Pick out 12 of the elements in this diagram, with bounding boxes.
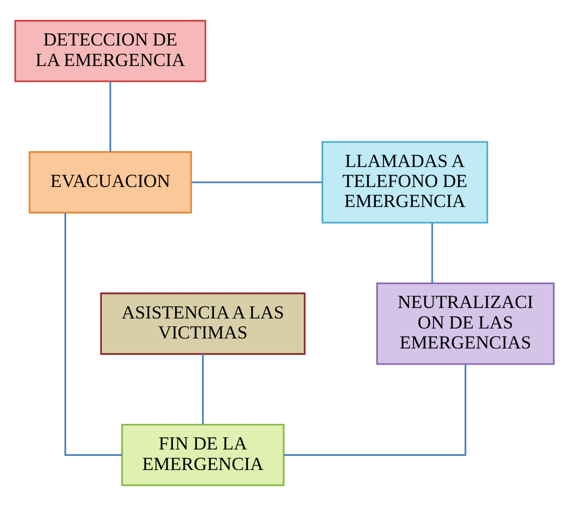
- connector: [192, 181, 322, 184]
- node-box: FIN DE LA EMERGENCIA: [121, 424, 284, 486]
- connector: [202, 354, 204, 424]
- node-box: DETECCION DE LA EMERGENCIA: [14, 20, 206, 82]
- connector: [431, 223, 434, 283]
- connector: [109, 81, 112, 152]
- node-box: NEUTRALIZACI ON DE LAS EMERGENCIAS: [376, 282, 555, 365]
- node-box: LLAMADAS A TELEFONO DE EMERGENCIA: [322, 141, 488, 224]
- node-box: EVACUACION: [28, 151, 192, 214]
- node-box: ASISTENCIA A LAS VICTIMAS: [100, 292, 306, 355]
- connector: [284, 364, 466, 456]
- connector: [64, 213, 122, 456]
